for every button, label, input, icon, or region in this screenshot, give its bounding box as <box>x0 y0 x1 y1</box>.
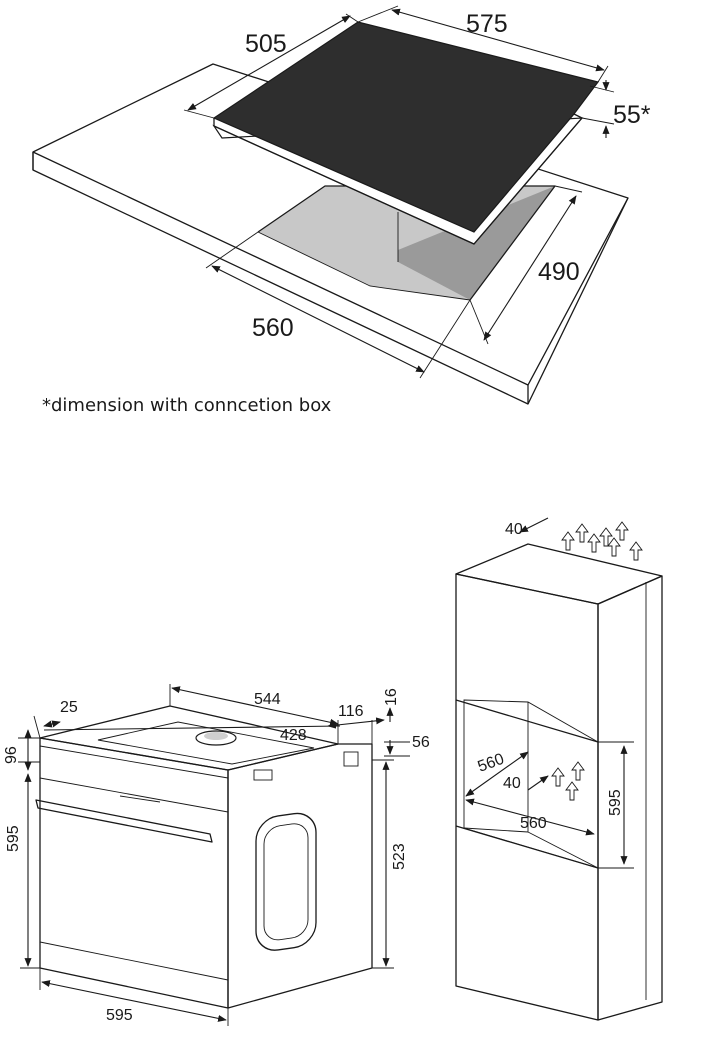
dim-595-opening: 595 <box>598 741 634 869</box>
side-vent-window <box>255 812 317 951</box>
dim-575-label: 575 <box>466 10 508 38</box>
oven-diagram: 25 544 428 116 16 56 <box>3 684 430 1026</box>
dim-116-label: 116 <box>338 703 364 720</box>
dim-116: 116 <box>327 703 385 744</box>
hob-diagram: 505 575 55* 490 560 <box>32 5 651 416</box>
dim-575: 575 <box>357 5 609 83</box>
dim-505: 505 <box>183 13 359 119</box>
dim-428: 428 <box>43 725 341 744</box>
dim-40-inner-label: 40 <box>503 775 521 792</box>
dim-505-label: 505 <box>245 30 287 58</box>
dim-16: 16 <box>383 688 400 755</box>
dim-96-label: 96 <box>3 746 20 764</box>
dim-40-top-label: 40 <box>505 521 523 538</box>
dim-560: 560 <box>205 231 471 379</box>
dim-560-width-label: 560 <box>520 815 547 832</box>
dim-560-depth-label: 560 <box>476 751 507 776</box>
dim-16-label: 16 <box>383 688 400 706</box>
cabinet-diagram: 40 560 40 560 595 <box>455 517 663 1021</box>
dim-595-opening-label: 595 <box>607 789 624 816</box>
dim-544-label: 544 <box>254 691 281 708</box>
dim-56: 56 <box>384 734 430 757</box>
dim-523: 523 <box>372 759 408 969</box>
dim-55: 55* <box>581 80 651 138</box>
inner-airflow-arrows-icon <box>551 761 585 801</box>
dim-55-label: 55* <box>613 101 651 129</box>
dim-96: 96 <box>3 729 40 771</box>
dim-428-label: 428 <box>280 727 307 744</box>
countertop <box>32 63 629 405</box>
dim-595-height-label: 595 <box>5 825 22 852</box>
dim-40-inner: 40 <box>503 775 549 792</box>
dim-56-label: 56 <box>412 734 430 751</box>
dim-595-width: 595 <box>39 968 229 1026</box>
oven-housing <box>227 743 373 1009</box>
dim-490: 490 <box>469 185 583 345</box>
dim-595-height: 595 <box>5 773 40 969</box>
dim-490-label: 490 <box>538 258 580 286</box>
oven-front <box>35 737 229 1009</box>
dim-523-label: 523 <box>391 843 408 870</box>
dim-560-width: 560 <box>465 798 595 836</box>
dim-25: 25 <box>33 699 78 739</box>
dim-560-label: 560 <box>252 314 294 342</box>
dim-40-top: 40 <box>505 517 549 538</box>
footnote-text: *dimension with conncetion box <box>42 395 332 416</box>
airflow-arrows-icon <box>561 521 643 561</box>
dim-25-label: 25 <box>60 699 78 716</box>
cabinet-front <box>455 573 599 1021</box>
dim-544: 544 <box>169 684 339 726</box>
dim-595-width-label: 595 <box>106 1007 133 1024</box>
door-handle <box>35 799 213 843</box>
